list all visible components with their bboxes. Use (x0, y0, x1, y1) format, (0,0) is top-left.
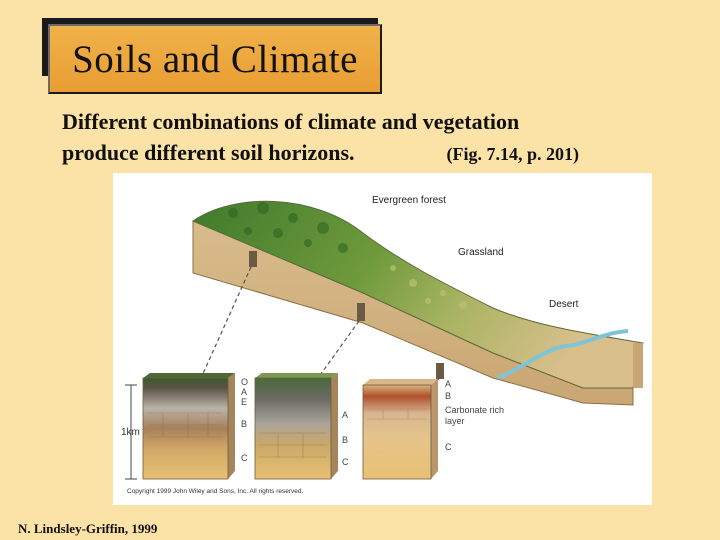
forest-horizon-o: O (241, 377, 248, 387)
forest-horizon-b: B (241, 419, 247, 429)
subtitle-line-1: Different combinations of climate and ve… (62, 109, 520, 134)
figure-reference: (Fig. 7.14, p. 201) (446, 144, 580, 164)
desert-horizon-a: A (445, 379, 451, 389)
desert-horizon-c: C (445, 442, 452, 452)
grass-connector (317, 320, 360, 379)
scale-label: 1km (121, 427, 140, 438)
soil-figure: Evergreen forest Grassland Desert 1km O … (113, 173, 652, 505)
desert-horizon-carbonate: Carbonate rich (445, 405, 504, 415)
soil-diagram: Evergreen forest Grassland Desert 1km O … (121, 195, 644, 495)
grassland-horizon-c: C (342, 457, 349, 467)
forest-horizon-e: E (241, 397, 247, 407)
desert-pit (436, 363, 444, 379)
grass-pit (357, 303, 365, 321)
river (497, 329, 629, 380)
forest-connector (200, 266, 252, 379)
landscape-right-end (633, 343, 643, 388)
forest-texture (228, 202, 348, 253)
desert-horizon-b: B (445, 391, 451, 401)
forest-pit (249, 251, 257, 267)
grassland-horizon-b: B (342, 435, 348, 445)
landscape-surface (191, 200, 644, 389)
desert-horizon-layer: layer (445, 416, 465, 426)
subtitle: Different combinations of climate and ve… (62, 106, 682, 170)
figure-copyright: Copyright 1999 John Wiley and Sons, Inc.… (127, 488, 304, 495)
grassland-soil-column: A B C (254, 373, 349, 480)
forest-soil-column: O A E B C (142, 373, 248, 480)
scale-bar: 1km (121, 384, 140, 480)
author-credit: N. Lindsley-Griffin, 1999 (18, 521, 158, 536)
title-box: Soils and Climate (48, 24, 382, 94)
label-grassland: Grassland (458, 247, 504, 258)
subtitle-line-2: produce different soil horizons. (Fig. 7.… (62, 137, 682, 170)
label-desert: Desert (549, 299, 579, 310)
desert-soil-column: A B Carbonate rich layer C (362, 379, 504, 480)
label-evergreen-forest: Evergreen forest (372, 195, 446, 206)
slide-title: Soils and Climate (72, 37, 358, 81)
forest-horizon-c: C (241, 453, 248, 463)
grass-texture (390, 265, 467, 309)
forest-horizon-a: A (241, 387, 247, 397)
grassland-horizon-a: A (342, 410, 348, 420)
subtitle-line-2-text: produce different soil horizons. (62, 140, 355, 165)
